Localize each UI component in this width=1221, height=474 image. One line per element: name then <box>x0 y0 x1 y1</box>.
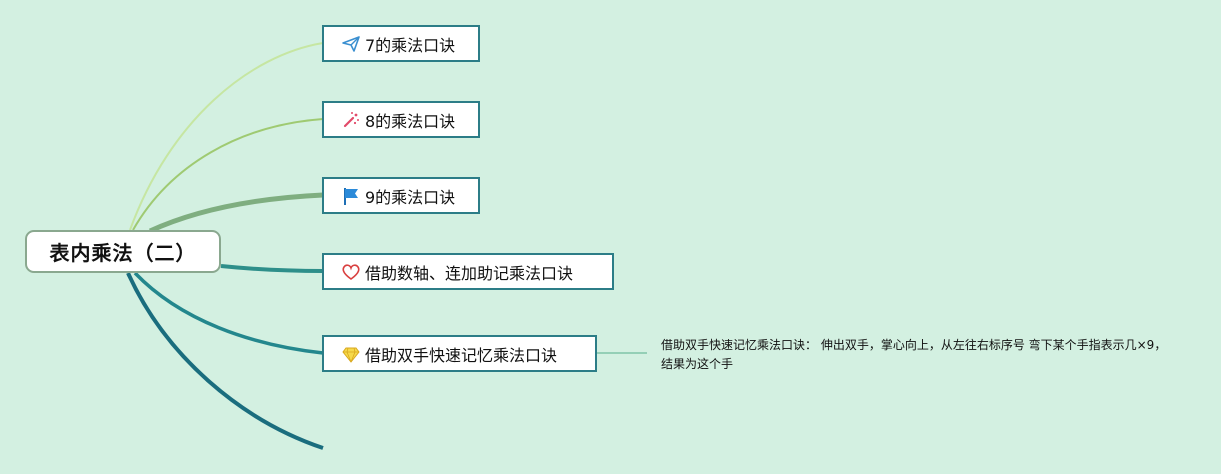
branch-line-7 <box>129 42 324 231</box>
note-text: 借助双手快速记忆乘法口诀： 伸出双手，掌心向上，从左往右标序号 弯下某个手指表示… <box>661 338 1167 371</box>
diamond-icon <box>340 343 362 365</box>
paper-plane-icon <box>340 33 362 55</box>
topic-hands-memory[interactable]: 借助双手快速记忆乘法口诀 <box>322 335 597 372</box>
topic-9-table[interactable]: 9的乘法口诀 <box>322 177 480 214</box>
hands-method-note: 借助双手快速记忆乘法口诀： 伸出双手，掌心向上，从左往右标序号 弯下某个手指表示… <box>661 336 1171 374</box>
flag-icon <box>340 185 362 207</box>
branch-line-9 <box>148 192 324 234</box>
branch-line-hands <box>133 271 324 355</box>
topic-label: 7的乘法口诀 <box>365 35 456 55</box>
magic-wand-icon <box>340 109 362 131</box>
topic-label: 借助数轴、连加助记乘法口诀 <box>365 263 574 283</box>
branch-line-number-line <box>220 264 324 273</box>
topic-7-table[interactable]: 7的乘法口诀 <box>322 25 480 62</box>
topic-number-line-addition[interactable]: 借助数轴、连加助记乘法口诀 <box>322 253 614 290</box>
branch-line-8 <box>132 118 324 231</box>
topic-label: 8的乘法口诀 <box>365 111 456 131</box>
branch-line-empty <box>126 272 324 450</box>
root-topic-label: 表内乘法（二） <box>49 241 197 265</box>
root-topic[interactable]: 表内乘法（二） <box>25 230 221 273</box>
heart-icon <box>340 261 362 283</box>
topic-label: 9的乘法口诀 <box>365 187 456 207</box>
topic-label: 借助双手快速记忆乘法口诀 <box>365 345 558 365</box>
topic-8-table[interactable]: 8的乘法口诀 <box>322 101 480 138</box>
